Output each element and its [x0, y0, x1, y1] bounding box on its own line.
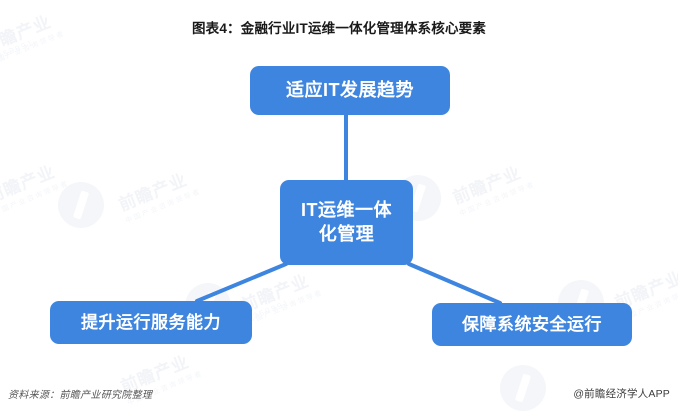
node-adapt-it-trend[interactable]: 适应IT发展趋势	[250, 66, 450, 115]
edge-center-to-left	[195, 262, 288, 303]
page-title: 图表4：金融行业IT运维一体化管理体系核心要素	[191, 21, 487, 36]
node-center-line1: IT运维一体	[301, 200, 392, 221]
node-center-line2: 化管理	[318, 223, 375, 244]
brand-credit: @前瞻经济学人APP	[573, 388, 670, 400]
node-ensure-system-security[interactable]: 保障系统安全运行	[432, 303, 632, 346]
node-improve-service-capability[interactable]: 提升运行服务能力	[50, 301, 252, 344]
edge-center-to-right	[407, 262, 502, 305]
node-it-ops-integrated-management[interactable]: IT运维一体 化管理	[280, 180, 413, 265]
source-note: 资料来源：前瞻产业研究院整理	[8, 390, 153, 401]
node-center-text: IT运维一体 化管理	[301, 199, 392, 245]
